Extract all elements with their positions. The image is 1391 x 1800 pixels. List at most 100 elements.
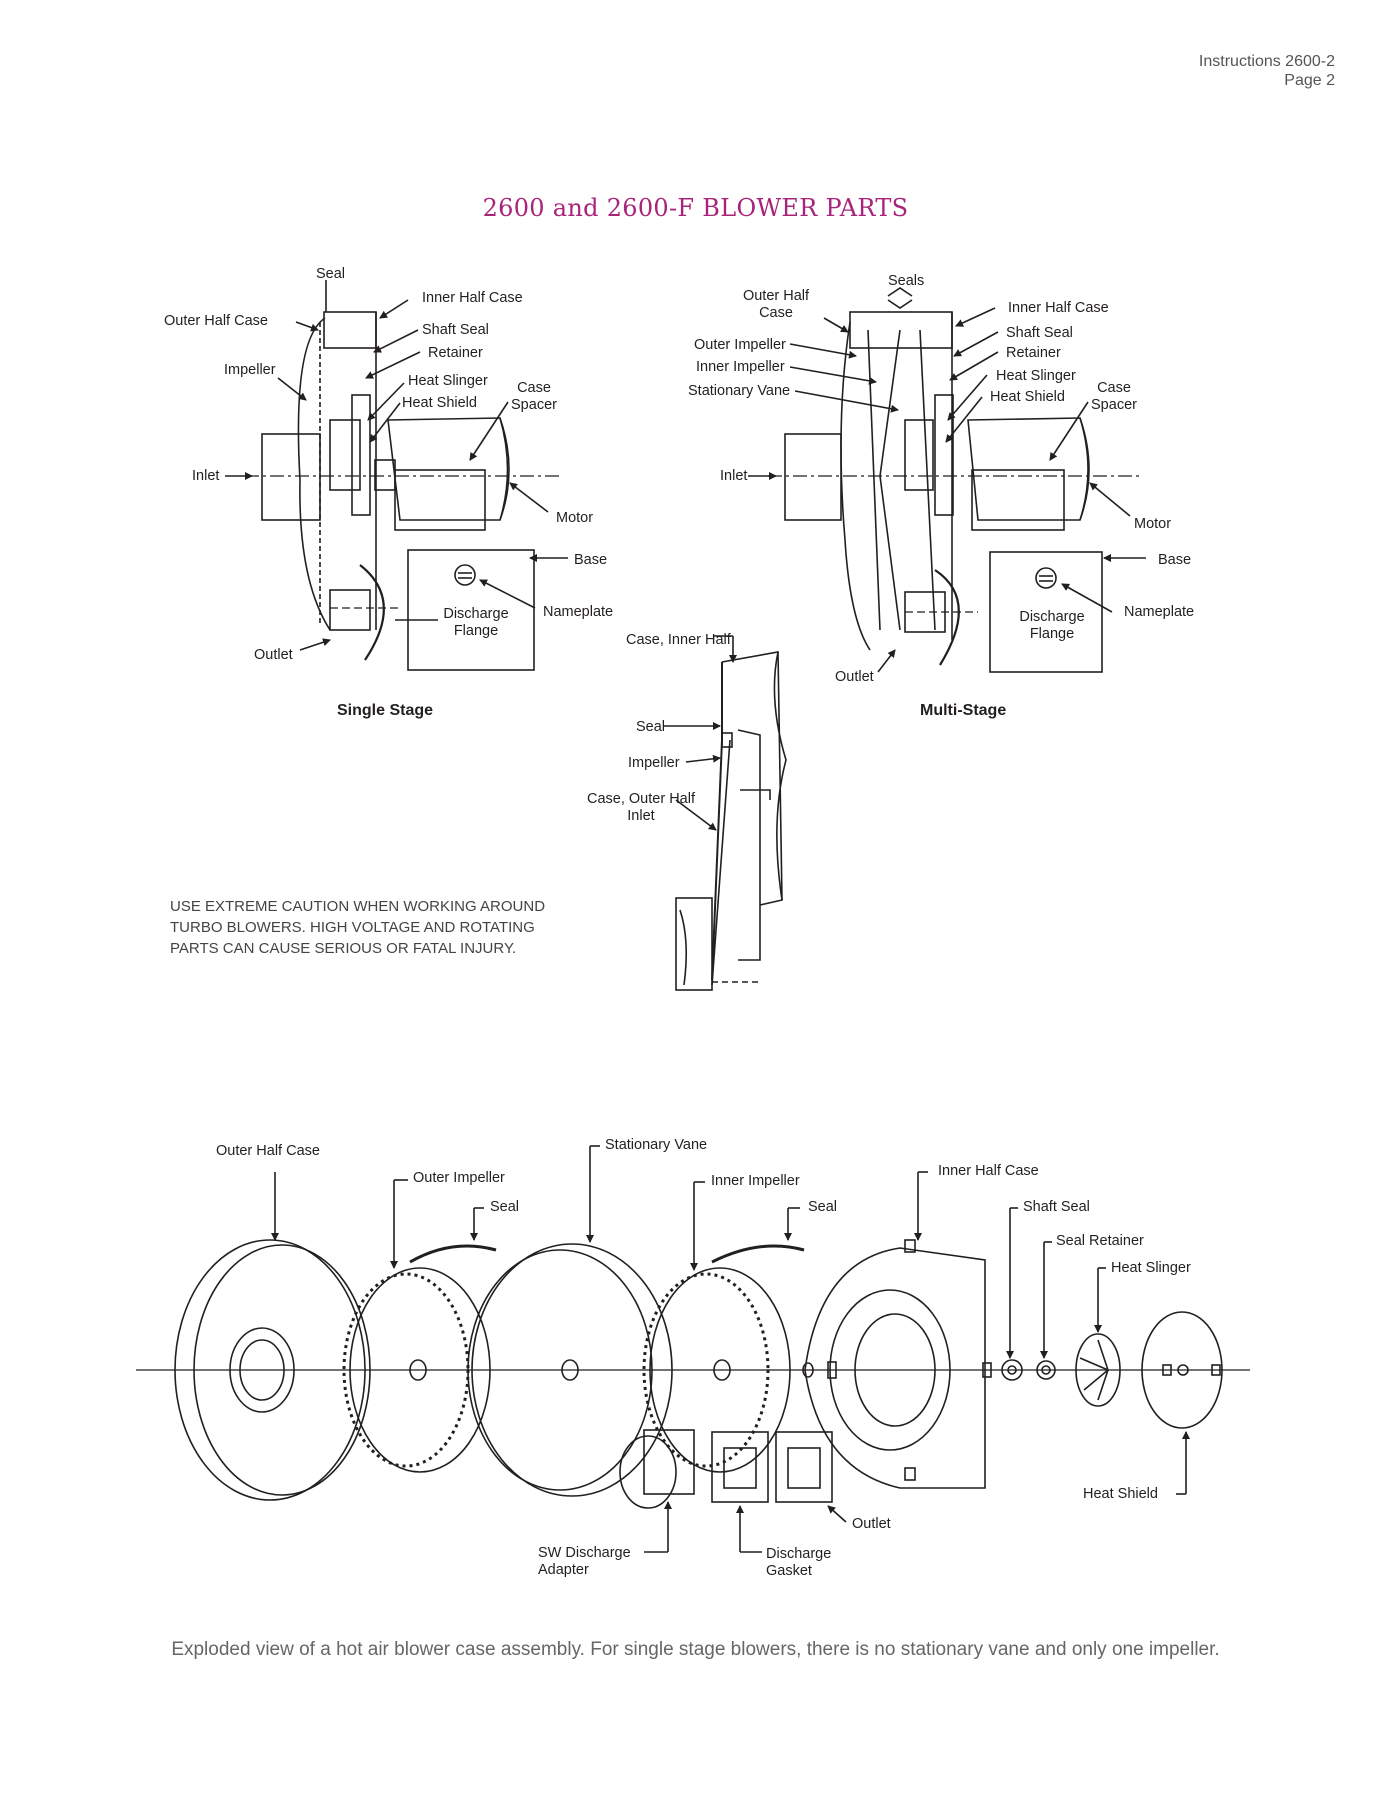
ms-label-outlet: Outlet (835, 669, 874, 685)
ex-seal-1 (409, 1244, 497, 1264)
ss-base (407, 549, 535, 671)
ex-label-heat-slinger: Heat Slinger (1111, 1260, 1191, 1276)
ms-label-stationary-vane: Stationary Vane (688, 383, 791, 399)
caution-line-1: USE EXTREME CAUTION WHEN WORKING AROUND (170, 898, 546, 915)
ss-motor (387, 417, 509, 521)
ex-seal-retainer (1036, 1360, 1056, 1380)
ss-inner-case-top (323, 311, 377, 349)
ms-case-top (849, 311, 953, 349)
ms-motor (967, 417, 1089, 521)
ms-label-motor: Motor (1134, 516, 1172, 532)
document-header: Instructions 2600-2 Page 2 (1199, 52, 1335, 90)
ss-label-discharge-flange: Discharge Flange (440, 606, 512, 640)
ex-label-discharge-gasket: Discharge Gasket (766, 1546, 831, 1580)
ss-inlet-pipe (261, 433, 321, 521)
ss-outer-case (297, 317, 331, 631)
ex-outer-impeller (349, 1267, 491, 1473)
ex-label-outlet: Outlet (852, 1516, 891, 1532)
ms-discharge-flange (934, 569, 960, 666)
ms-label-case-spacer: Case Spacer (1088, 380, 1140, 414)
ex-label-inner-impeller: Inner Impeller (711, 1173, 800, 1189)
ss-label-discharge: Discharge (443, 606, 509, 622)
ss-nameplate (454, 564, 476, 586)
caution-notice: USE EXTREME CAUTION WHEN WORKING AROUND … (170, 896, 545, 959)
ms-label-flange: Flange (1029, 626, 1075, 642)
ms-label-inlet: Inlet (720, 468, 748, 484)
ss-label-outer-half-case: Outer Half Case (164, 313, 268, 329)
ss-label-shaft-seal: Shaft Seal (422, 322, 489, 338)
single-stage-drawing (225, 280, 568, 671)
ss-label-spacer: Spacer (511, 397, 557, 413)
ms-label-case-word: Case (1097, 380, 1131, 396)
ss-label-retainer: Retainer (428, 345, 483, 361)
ss-discharge-flange (359, 564, 385, 661)
ss-label-flange: Flange (453, 623, 499, 639)
detail-label-case-outer: Case, Outer Half (587, 791, 695, 807)
ms-stationary-vane (879, 329, 901, 631)
ex-shaft-seal (1001, 1359, 1023, 1381)
ss-label-inner-half-case: Inner Half Case (422, 290, 523, 306)
ms-label-retainer: Retainer (1006, 345, 1061, 361)
detail-impeller (711, 662, 723, 981)
ms-label-outer-half: Outer Half (742, 288, 810, 304)
ss-label-base: Base (574, 552, 608, 568)
detail-inlet (675, 897, 713, 991)
ex-label-gasket: Gasket (766, 1563, 812, 1579)
ms-label-outer-half-case: Outer Half Case (736, 288, 816, 322)
ss-impeller-hub (329, 419, 361, 491)
ex-label-discharge: Discharge (766, 1546, 832, 1562)
ss-label-impeller: Impeller (224, 362, 276, 378)
ex-outer-half-case (174, 1239, 366, 1501)
ex-label-outer-half-case: Outer Half Case (216, 1143, 320, 1159)
figure-caption: Exploded view of a hot air blower case a… (171, 1639, 1220, 1660)
ex-seal-2 (711, 1244, 805, 1264)
ms-label-base: Base (1158, 552, 1192, 568)
ex-label-adapter: Adapter (538, 1562, 589, 1578)
ex-label-seal-2: Seal (808, 1199, 838, 1215)
ss-label-heat-slinger: Heat Slinger (408, 373, 488, 389)
ms-label-heat-slinger: Heat Slinger (996, 368, 1076, 384)
caution-line-3: PARTS CAN CAUSE SERIOUS OR FATAL INJURY. (170, 940, 517, 957)
ss-label-case-spacer: Case Spacer (508, 380, 560, 414)
ms-nameplate (1035, 567, 1057, 589)
ms-label-inner-impeller: Inner Impeller (696, 359, 785, 375)
ex-label-stationary-vane: Stationary Vane (605, 1137, 708, 1153)
page-title: 2600 and 2600-F BLOWER PARTS (482, 194, 909, 222)
ms-label-seals: Seals (888, 273, 925, 289)
ms-label-inner-half-case: Inner Half Case (1008, 300, 1109, 316)
document-number: Instructions 2600-2 (1198, 53, 1335, 70)
single-stage-caption: Single Stage (337, 702, 434, 719)
ss-label-outlet: Outlet (254, 647, 293, 663)
ms-inlet-pipe (784, 433, 842, 521)
ex-sw-discharge-adapter (643, 1429, 695, 1495)
detail-label-seal: Seal (636, 719, 666, 735)
ms-label-shaft-seal: Shaft Seal (1006, 325, 1073, 341)
detail-label-impeller: Impeller (628, 755, 680, 771)
detail-label-inlet: Inlet (627, 808, 655, 824)
ss-label-heat-shield: Heat Shield (402, 395, 477, 411)
detail-label-case-outer-half: Case, Outer Half Inlet (586, 791, 696, 825)
ss-label-case: Case (517, 380, 551, 396)
ex-stationary-vane (471, 1243, 673, 1497)
ms-label-discharge: Discharge (1019, 609, 1085, 625)
ex-label-seal-1: Seal (490, 1199, 520, 1215)
ss-label-seal: Seal (316, 266, 346, 282)
ex-label-shaft-seal: Shaft Seal (1023, 1199, 1090, 1215)
ss-label-motor: Motor (556, 510, 594, 526)
ms-impeller-hub (904, 419, 934, 491)
ex-label-sw-discharge: SW Discharge (538, 1545, 631, 1561)
ex-inner-impeller (649, 1267, 791, 1473)
ex-label-seal-retainer: Seal Retainer (1056, 1233, 1144, 1249)
ex-label-outer-impeller: Outer Impeller (413, 1170, 505, 1186)
ms-outer-case (840, 321, 871, 651)
ex-heat-slinger (1075, 1333, 1121, 1407)
multi-stage-drawing (748, 287, 1146, 673)
page-number: Page 2 (1284, 72, 1335, 89)
ex-heat-shield (1141, 1311, 1223, 1429)
ms-label-case: Case (759, 305, 793, 321)
detail-inner-case (721, 651, 783, 906)
ex-label-sw-discharge-adapter: SW Discharge Adapter (538, 1545, 631, 1579)
ms-label-discharge-flange: Discharge Flange (1016, 609, 1088, 643)
ss-label-inlet: Inlet (192, 468, 220, 484)
ms-label-heat-shield: Heat Shield (990, 389, 1065, 405)
